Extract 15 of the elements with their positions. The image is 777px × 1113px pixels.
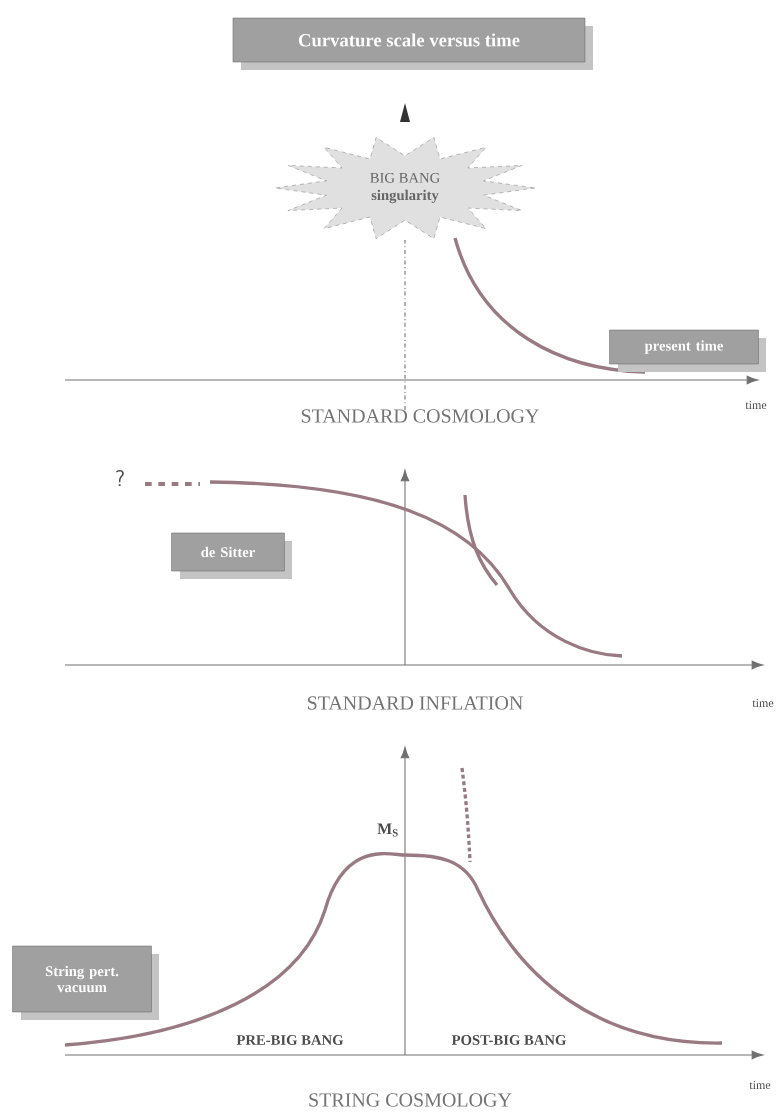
label-box: present time xyxy=(609,329,766,372)
region-label: POST-BIG BANG xyxy=(451,1035,566,1045)
axis-label: M$_{S}$ xyxy=(377,823,398,837)
panel-title: STANDARD COSMOLOGY xyxy=(301,409,539,423)
title-box: Curvature scale versus time xyxy=(232,17,593,70)
axis-label: time xyxy=(749,1080,771,1090)
starburst: BIG BANG singularity xyxy=(274,137,536,239)
question-mark: ? xyxy=(116,470,124,486)
label-box: String pert. vacuum xyxy=(12,945,159,1020)
axis-label: time xyxy=(752,698,774,708)
label-box: de Sitter xyxy=(171,532,292,579)
axis-label: time xyxy=(745,401,767,410)
panel-title: STANDARD INFLATION xyxy=(307,696,523,710)
panel-title: STRING COSMOLOGY xyxy=(309,1093,512,1107)
region-label: PRE-BIG BANG xyxy=(236,1035,344,1045)
